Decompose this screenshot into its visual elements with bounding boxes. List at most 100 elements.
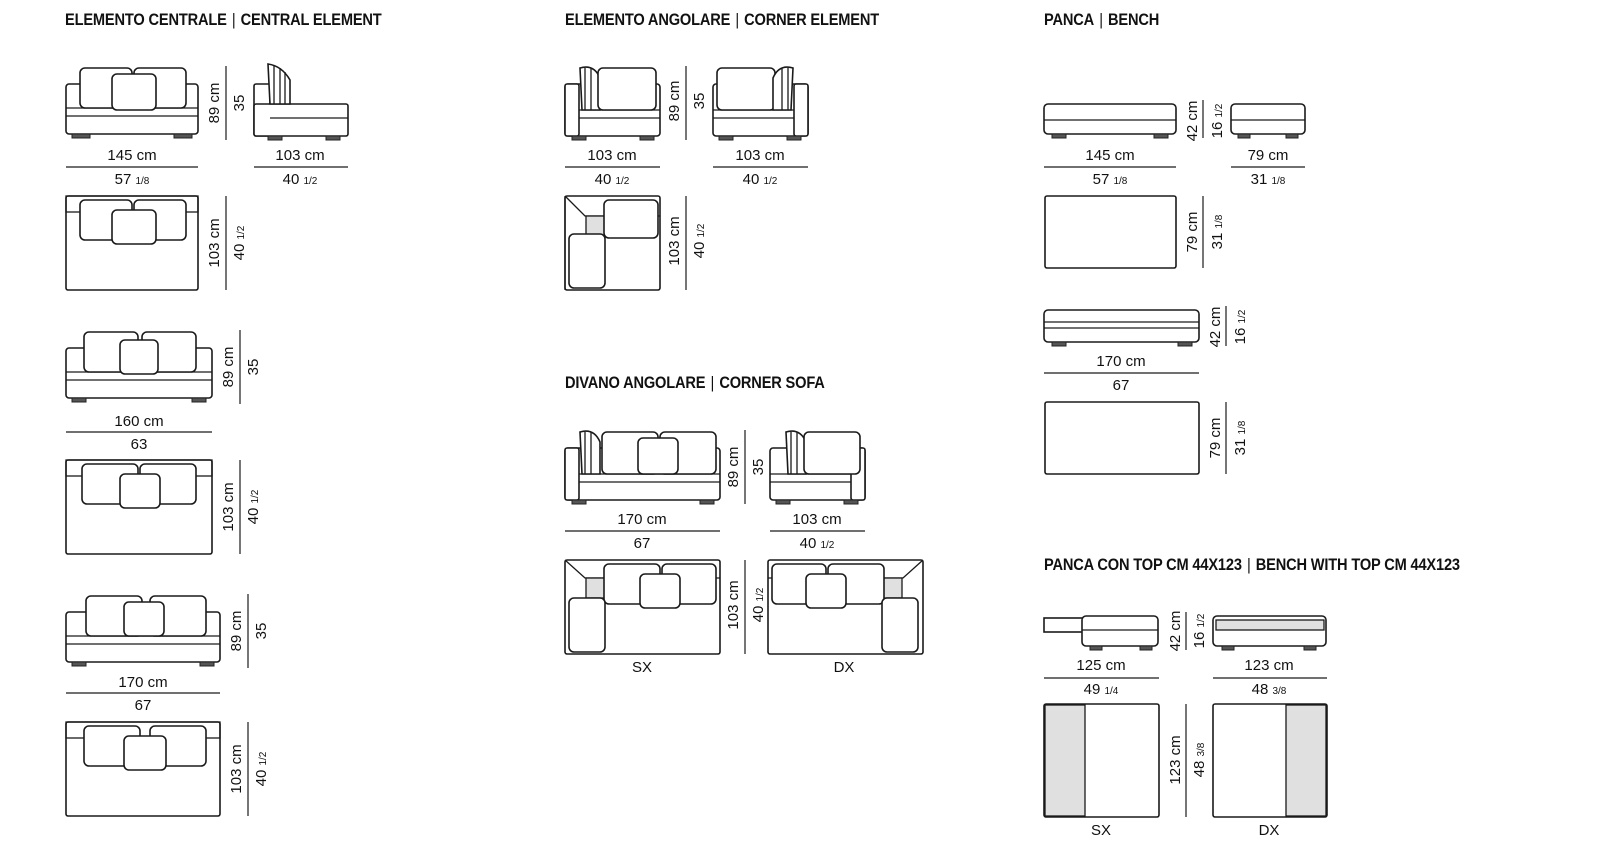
dim-corner-h89-in: 35: [691, 93, 708, 110]
in-frac: 1/2: [696, 223, 707, 237]
dim-central-160-d-cm: 103 cm: [220, 482, 237, 531]
title-it: ELEMENTO CENTRALE: [65, 10, 227, 29]
bench-145-plan-view: [1044, 195, 1177, 269]
dim-cornersofa-h89-in: 35: [750, 459, 767, 476]
dim-bench-79-cm: 79 cm: [1248, 147, 1289, 164]
bench-top-sx-front-view: [1043, 615, 1159, 651]
in-frac: 1/2: [615, 176, 629, 187]
title-it: ELEMENTO ANGOLARE: [565, 10, 731, 29]
in-frac: 1/2: [258, 751, 269, 765]
bench-170-plan-view: [1044, 401, 1200, 475]
dim-benchtop-d123-in: 48 3/8: [1191, 742, 1208, 777]
in-whole: 49: [1084, 681, 1101, 698]
dim-central-170-h-in: 35: [253, 623, 270, 640]
dim-cornersofa-d103-cm: 103 cm: [725, 580, 742, 629]
dim-cornersofa-170-cm: 170 cm: [617, 511, 666, 528]
corner-element-dimension-lines: [565, 66, 808, 290]
dim-central-d103-in: 40 1/2: [231, 225, 248, 260]
dim-benchtop-h42-in: 16 1/2: [1191, 613, 1208, 648]
in-whole: 16: [1191, 632, 1208, 649]
central-160-front-view: [65, 331, 213, 403]
dim-bench-170-h-in: 16 1/2: [1232, 309, 1249, 344]
dim-central-160-h-in: 35: [245, 359, 262, 376]
section-title-bench: PANCA|BENCH: [1044, 10, 1159, 30]
in-frac: 1/8: [1214, 214, 1225, 228]
dim-cornersofa-103-cm: 103 cm: [792, 511, 841, 528]
in-frac: 1/8: [1271, 176, 1285, 187]
title-separator: |: [1246, 555, 1251, 574]
dim-bench-145-in: 57 1/8: [1093, 171, 1128, 188]
in-whole: 16: [1232, 328, 1249, 345]
dim-bench-h42-cm: 42 cm: [1184, 101, 1201, 142]
bench-145-front-view: [1043, 103, 1177, 139]
dim-central-160-d-in: 40 1/2: [245, 489, 262, 524]
corner-element-right-front-view: [712, 66, 809, 141]
dim-central-170-h-cm: 89 cm: [228, 611, 245, 652]
in-frac: 1/2: [763, 176, 777, 187]
dim-bench-170-d-cm: 79 cm: [1207, 418, 1224, 459]
central-145-front-view: [65, 67, 199, 139]
in-frac: 1/8: [1113, 176, 1127, 187]
dim-corner-103b-in: 40 1/2: [743, 171, 778, 188]
dim-central-145-in: 57 1/8: [115, 171, 150, 188]
in-frac: 1/4: [1104, 686, 1118, 697]
in-frac: 1/8: [135, 176, 149, 187]
dim-bench-170-in: 67: [1113, 377, 1130, 394]
dim-central-145-cm: 145 cm: [107, 147, 156, 164]
dim-central-103-in: 40 1/2: [283, 171, 318, 188]
dim-central-170-cm: 170 cm: [118, 674, 167, 691]
dim-benchtop-h42-cm: 42 cm: [1167, 611, 1184, 652]
central-side-view: [253, 63, 349, 141]
in-whole: 40: [800, 535, 817, 552]
dim-central-170-d-cm: 103 cm: [228, 744, 245, 793]
dim-cornersofa-170-in: 67: [634, 535, 651, 552]
dim-central-h89-cm: 89 cm: [206, 83, 223, 124]
title-it: DIVANO ANGOLARE: [565, 373, 706, 392]
corner-sofa-dx-plan-view: [767, 559, 924, 655]
dim-central-170-in: 67: [135, 697, 152, 714]
dim-benchtop-123-in: 48 3/8: [1252, 681, 1287, 698]
section-title-bench-top: PANCA CON TOP CM 44X123|BENCH WITH TOP C…: [1044, 555, 1460, 575]
in-whole: 31: [1232, 439, 1249, 456]
bench-170-front-view: [1043, 309, 1200, 347]
title-en: CORNER SOFA: [719, 373, 825, 392]
in-frac: 3/8: [1196, 742, 1207, 756]
dim-bench-170-h-cm: 42 cm: [1207, 307, 1224, 348]
dim-central-160-h-cm: 89 cm: [220, 347, 237, 388]
in-whole: 31: [1251, 171, 1268, 188]
bench-top-sx-plan-view: [1043, 703, 1160, 818]
in-whole: 40: [283, 171, 300, 188]
in-whole: 40: [750, 606, 767, 623]
dim-benchtop-123-cm: 123 cm: [1244, 657, 1293, 674]
dim-bench-d79-cm: 79 cm: [1184, 212, 1201, 253]
label-corner-sofa-dx: DX: [834, 659, 855, 676]
dim-cornersofa-d103-in: 40 1/2: [750, 587, 767, 622]
dim-benchtop-d123-cm: 123 cm: [1167, 735, 1184, 784]
label-bench-top-sx: SX: [1091, 822, 1111, 839]
bench-top-dx-plan-view: [1212, 703, 1328, 818]
in-whole: 48: [1252, 681, 1269, 698]
in-frac: 1/2: [303, 176, 317, 187]
label-corner-sofa-sx: SX: [632, 659, 652, 676]
in-frac: 1/2: [1237, 309, 1248, 323]
corner-element-plan-view: [564, 195, 661, 291]
in-whole: 40: [595, 171, 612, 188]
in-whole: 40: [743, 171, 760, 188]
bench-dimension-lines: [1044, 100, 1305, 474]
dim-corner-d103-cm: 103 cm: [666, 216, 683, 265]
corner-sofa-side-view: [769, 430, 866, 505]
dim-corner-d103-in: 40 1/2: [691, 223, 708, 258]
title-en: BENCH: [1107, 10, 1160, 29]
in-whole: 57: [115, 171, 132, 188]
dim-corner-h89-cm: 89 cm: [666, 81, 683, 122]
central-145-plan-view: [65, 195, 199, 291]
dim-corner-103b-cm: 103 cm: [735, 147, 784, 164]
dim-central-170-d-in: 40 1/2: [253, 751, 270, 786]
dim-corner-103a-cm: 103 cm: [587, 147, 636, 164]
in-whole: 40: [245, 508, 262, 525]
in-whole: 40: [231, 244, 248, 261]
title-it: PANCA: [1044, 10, 1095, 29]
title-separator: |: [735, 10, 740, 29]
bench-top-dx-front-view: [1212, 615, 1327, 651]
